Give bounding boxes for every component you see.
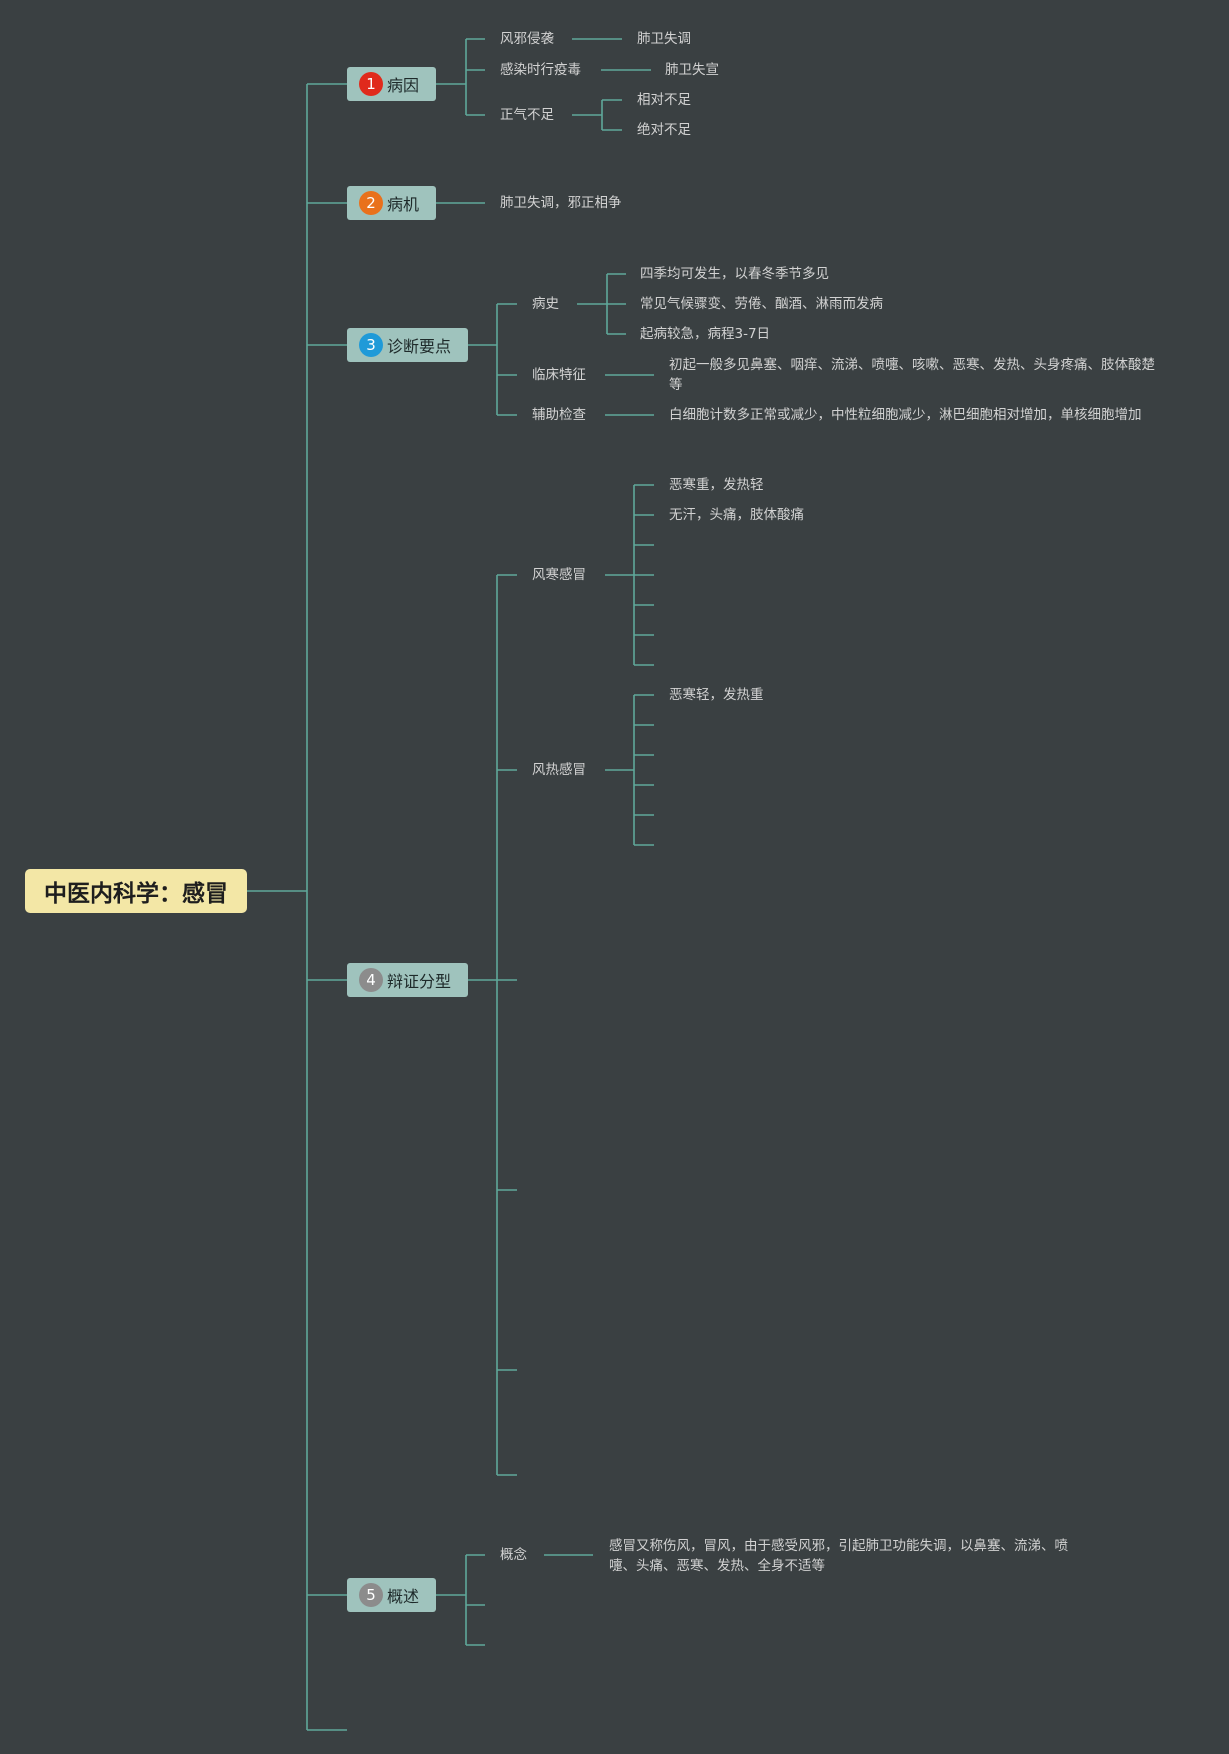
node-gainian[interactable]: 概念 [500, 1547, 527, 1563]
node-bingshi-3[interactable]: 起病较急，病程3-7日 [640, 326, 771, 342]
node-linchuang-text[interactable]: 初起一般多见鼻塞、咽痒、流涕、喷嚏、咳嗽、恶寒、发热、头身疼痛、肢体酸楚等 [669, 357, 1155, 393]
priority-2-icon: 2 [359, 191, 383, 215]
node-fuzhu-text[interactable]: 白细胞计数多正常或减少，中性粒细胞减少，淋巴细胞相对增加，单核细胞增加 [669, 407, 1142, 423]
node-bingshi-1[interactable]: 四季均可发生，以春冬季节多见 [640, 266, 829, 282]
branch-label: 诊断要点 [387, 337, 452, 356]
node-fenghan[interactable]: 风寒感冒 [532, 567, 586, 583]
node-fengre[interactable]: 风热感冒 [532, 762, 586, 778]
priority-1-icon: 1 [359, 72, 383, 96]
branch-label: 概述 [387, 1587, 420, 1606]
branch-label: 病因 [387, 76, 420, 95]
node-zhengqi[interactable]: 正气不足 [500, 107, 554, 123]
root-topic[interactable]: 中医内科学：感冒 [25, 869, 247, 913]
node-feiwei-shixuan[interactable]: 肺卫失宣 [665, 62, 719, 78]
node-fenghan-1[interactable]: 恶寒重，发热轻 [669, 477, 764, 493]
priority-4-icon: 4 [359, 968, 383, 992]
node-xiangdui[interactable]: 相对不足 [637, 92, 691, 108]
node-linchuang[interactable]: 临床特征 [532, 367, 586, 383]
node-fuzhu[interactable]: 辅助检查 [532, 407, 586, 423]
branch-bingyin[interactable]: 1 病因 [347, 67, 436, 101]
branch-label: 辩证分型 [387, 972, 452, 991]
node-fenghan-2[interactable]: 无汗，头痛，肢体酸痛 [669, 507, 804, 523]
node-ganran[interactable]: 感染时行疫毒 [500, 62, 581, 78]
branch-label: 病机 [387, 195, 420, 214]
node-fengre-1[interactable]: 恶寒轻，发热重 [669, 687, 764, 703]
priority-5-icon: 5 [359, 1583, 383, 1607]
node-juedui[interactable]: 绝对不足 [637, 122, 691, 138]
node-bingji-text[interactable]: 肺卫失调，邪正相争 [500, 195, 622, 211]
node-fengxie[interactable]: 风邪侵袭 [500, 31, 554, 47]
node-bingshi[interactable]: 病史 [532, 296, 559, 312]
node-bingshi-2[interactable]: 常见气候骤变、劳倦、酗酒、淋雨而发病 [640, 296, 883, 312]
node-feiwei-shitiao[interactable]: 肺卫失调 [637, 31, 691, 47]
branch-bingji[interactable]: 2 病机 [347, 186, 436, 220]
branch-bianzheng[interactable]: 4 辩证分型 [347, 963, 468, 997]
branch-zhenduan[interactable]: 3 诊断要点 [347, 328, 468, 362]
node-gainian-text[interactable]: 感冒又称伤风，冒风，由于感受风邪，引起肺卫功能失调，以鼻塞、流涕、喷嚏、头痛、恶… [609, 1538, 1068, 1574]
priority-3-icon: 3 [359, 333, 383, 357]
branch-gaishu[interactable]: 5 概述 [347, 1578, 436, 1612]
